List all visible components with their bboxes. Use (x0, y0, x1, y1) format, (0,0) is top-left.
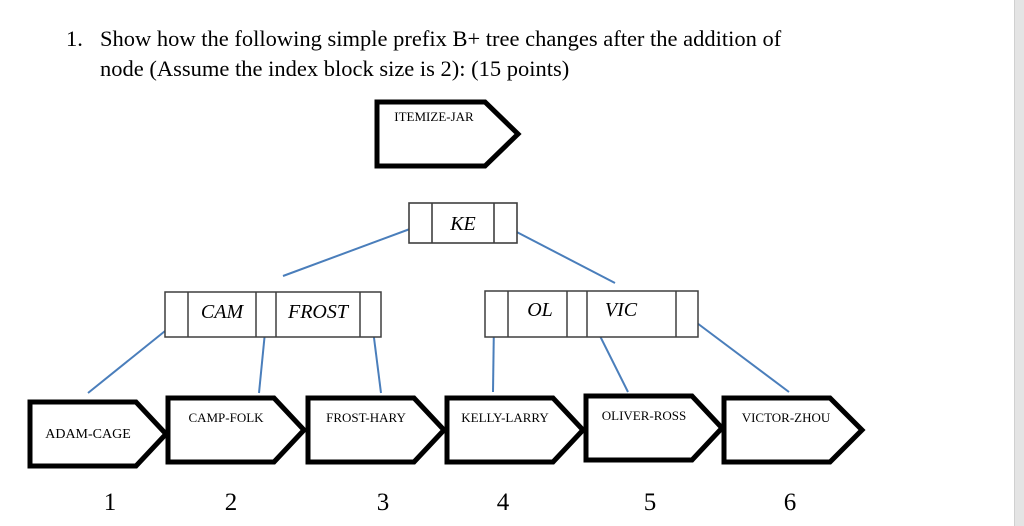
question-line-1: 1. Show how the following simple prefix … (66, 24, 906, 54)
question-block: 1. Show how the following simple prefix … (66, 24, 906, 84)
right-internal-key-ol: OL (527, 299, 553, 321)
connector-left-internal-to-leaf-1 (87, 322, 176, 394)
leaf-5-pentagon-shape (583, 393, 726, 463)
root-node-box (408, 202, 518, 244)
page-scrollbar[interactable] (1014, 0, 1024, 526)
right-internal-node-box (484, 290, 699, 338)
leaf-1-pentagon-shape (27, 399, 170, 469)
question-text-line2: node (Assume the index block size is 2):… (100, 56, 570, 81)
leaf-5-label: OLIVER-ROSS (602, 408, 687, 423)
right-internal-node: OL VIC (484, 290, 699, 338)
leaf-2-label: CAMP-FOLK (188, 410, 264, 425)
leaf-number-4: 4 (497, 489, 510, 516)
leaf-4-label: KELLY-LARRY (461, 410, 549, 425)
left-internal-key-cam: CAM (201, 301, 245, 323)
leaf-6-label: VICTOR-ZHOU (742, 410, 831, 425)
connector-root-to-left-internal (282, 225, 419, 277)
leaf-number-2: 2 (225, 489, 238, 516)
leaf-number-3: 3 (377, 489, 390, 516)
root-node-key-ke: KE (449, 213, 476, 235)
leaf-index-numbers: 1 2 3 4 5 6 (104, 489, 797, 516)
new-node-itemize-jar: ITEMIZE-JAR (374, 99, 522, 169)
left-internal-node-box (164, 291, 382, 338)
left-internal-node: CAM FROST (164, 291, 382, 338)
leaf-3-pentagon-shape (305, 395, 448, 465)
leaf-node-1: ADAM-CAGE (27, 399, 170, 469)
leaf-6-pentagon-shape (721, 395, 866, 465)
leaf-node-2: CAMP-FOLK (165, 395, 308, 465)
leaf-number-6: 6 (784, 489, 797, 516)
new-node-pentagon-shape (374, 99, 522, 169)
left-internal-key-frost: FROST (287, 301, 350, 323)
connector-root-to-right-internal (508, 227, 616, 284)
leaf-number-5: 5 (644, 489, 657, 516)
leaf-2-pentagon-shape (165, 395, 308, 465)
new-node-label: ITEMIZE-JAR (394, 109, 474, 124)
question-number: 1. (66, 26, 83, 51)
question-text-line1: Show how the following simple prefix B+ … (100, 26, 782, 51)
right-internal-key-vic: VIC (605, 299, 638, 321)
connector-right-internal-to-leaf-6 (692, 319, 790, 393)
leaf-node-3: FROST-HARY (305, 395, 448, 465)
root-node: KE (408, 202, 518, 244)
leaf-3-label: FROST-HARY (326, 410, 406, 425)
leaf-number-1: 1 (104, 489, 117, 516)
leaf-node-6: VICTOR-ZHOU (721, 395, 866, 465)
leaf-node-5: OLIVER-ROSS (583, 393, 726, 463)
leaf-1-label: ADAM-CAGE (45, 427, 131, 442)
leaf-4-pentagon-shape (444, 395, 587, 465)
leaf-node-4: KELLY-LARRY (444, 395, 587, 465)
